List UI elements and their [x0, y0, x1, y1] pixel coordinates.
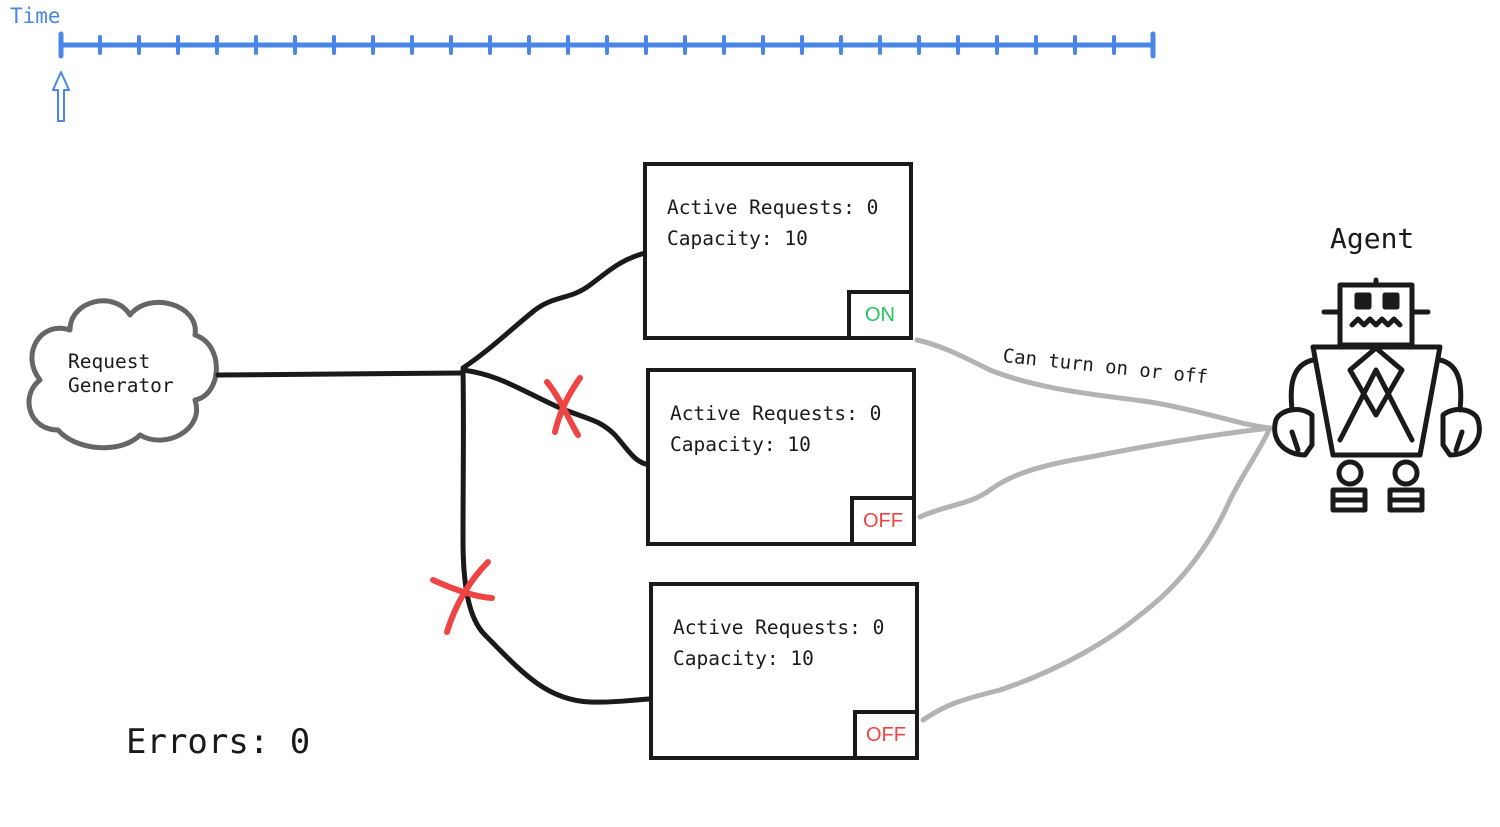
robot-icon: [1272, 277, 1482, 513]
server-3-power-toggle[interactable]: OFF: [853, 710, 919, 760]
blocked-route-3-x-icon: [430, 559, 495, 635]
server-2-power-toggle[interactable]: OFF: [850, 496, 916, 546]
server-3-capacity: Capacity: 10: [673, 647, 814, 670]
route-to-server-1: [460, 250, 648, 371]
control-line-server-1: [914, 337, 1273, 431]
control-line-server-3: [920, 425, 1273, 723]
route-trunk: [215, 370, 466, 378]
request-generator-label-line2: Generator: [68, 374, 174, 397]
blocked-marks: [430, 375, 583, 635]
current-time-arrow-icon: [52, 71, 70, 122]
agent-label: Agent: [1330, 222, 1415, 255]
timeline-track: [58, 31, 1156, 59]
server-3-active-requests: Active Requests: 0: [673, 616, 885, 639]
timeline-label: Time: [10, 4, 61, 28]
server-3-status: OFF: [866, 723, 906, 746]
server-1-active-requests: Active Requests: 0: [667, 196, 879, 219]
server-1-capacity: Capacity: 10: [667, 227, 808, 250]
server-2-capacity: Capacity: 10: [670, 433, 811, 456]
agent-control-lines: [914, 337, 1273, 723]
server-2-status: OFF: [863, 509, 903, 532]
request-generator-cloud-icon: [26, 298, 219, 451]
route-to-server-3: [482, 632, 653, 705]
request-generator-label: Request Generator: [68, 350, 174, 398]
errors-counter: Errors: 0: [126, 722, 311, 762]
server-1-status: ON: [865, 303, 895, 326]
server-2: Active Requests: 0 Capacity: 10 OFF: [646, 368, 916, 546]
timeline: [52, 31, 1156, 122]
control-line-server-2: [917, 425, 1273, 520]
server-1: Active Requests: 0 Capacity: 10 ON: [643, 162, 913, 340]
route-trunk-vertical: [460, 369, 488, 638]
blocked-route-2-x-icon: [544, 375, 583, 438]
request-generator-label-line1: Request: [68, 350, 151, 373]
request-routes: [215, 250, 653, 705]
server-2-active-requests: Active Requests: 0: [670, 402, 882, 425]
route-to-server-2: [460, 367, 653, 468]
server-1-power-toggle[interactable]: ON: [847, 290, 913, 340]
server-3: Active Requests: 0 Capacity: 10 OFF: [649, 582, 919, 760]
